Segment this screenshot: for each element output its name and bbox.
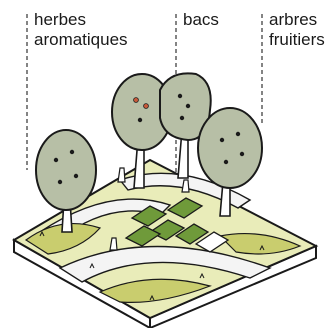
person-figure bbox=[118, 168, 125, 182]
tree-canopy bbox=[198, 108, 262, 188]
tree-canopy bbox=[36, 130, 96, 210]
